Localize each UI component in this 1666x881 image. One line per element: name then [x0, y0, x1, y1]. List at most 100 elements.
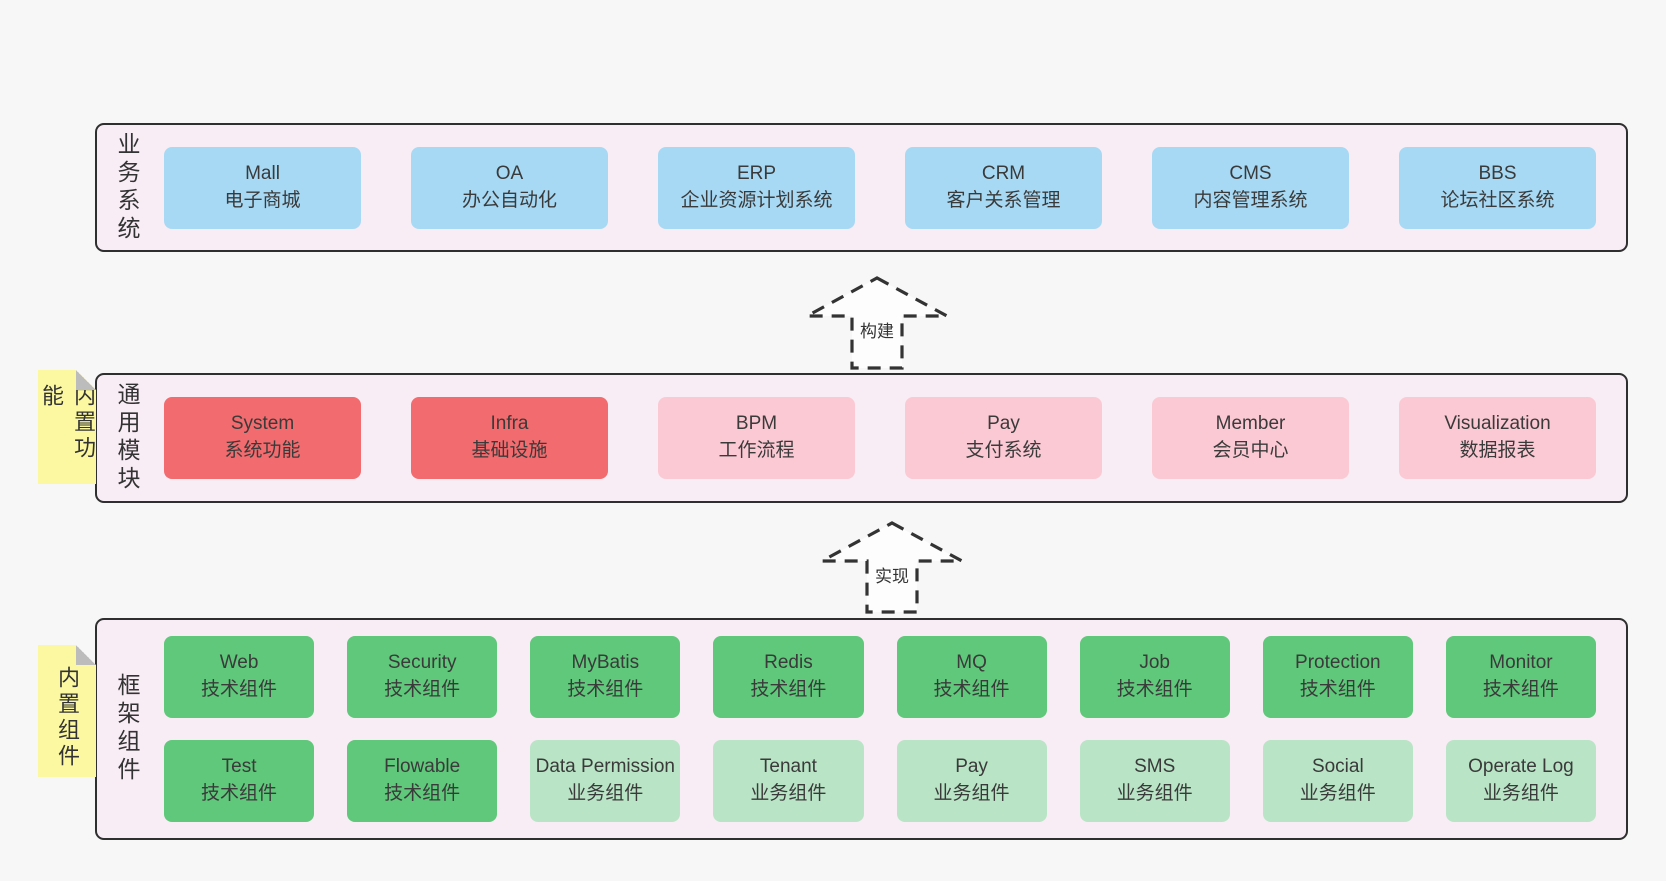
box-subtitle: 技术组件: [201, 783, 278, 804]
box-title: BPM: [735, 413, 778, 435]
component-box-security: Security 技术组件: [347, 636, 498, 718]
module-box-pay: Pay 支付系统: [905, 397, 1102, 479]
box-subtitle: 技术组件: [384, 679, 461, 700]
modules-band-label: 通用模块: [114, 382, 140, 494]
component-box-flowable: Flowable 技术组件: [347, 740, 498, 822]
component-box-pay: Pay 业务组件: [896, 740, 1047, 822]
box-subtitle: 业务组件: [567, 783, 644, 804]
component-box-test: Test 技术组件: [164, 740, 315, 822]
box-subtitle: 企业资源计划系统: [680, 189, 833, 211]
component-box-mybatis: MyBatis 技术组件: [530, 636, 681, 718]
box-subtitle: 数据报表: [1459, 440, 1536, 461]
box-title: CRM: [981, 162, 1026, 184]
note-text: 内置功能: [39, 384, 96, 462]
folded-corner-icon: [76, 370, 96, 390]
box-title: Social: [1311, 756, 1364, 778]
system-box-erp: ERP 企业资源计划系统: [658, 146, 855, 229]
arrow-build-label: 构建: [860, 322, 894, 341]
business-boxes-row: Mall 电子商城 OA 办公自动化 ERP 企业资源计划系统 CRM 客户关系…: [144, 146, 1626, 229]
module-box-system: System 系统功能: [164, 397, 361, 479]
box-subtitle: 业务组件: [1116, 783, 1193, 804]
business-band-label: 业务系统: [114, 131, 140, 244]
box-title: CMS: [1229, 162, 1272, 184]
component-box-tenant: Tenant 业务组件: [713, 740, 864, 822]
box-title: Redis: [764, 652, 813, 674]
box-title: Job: [1139, 652, 1170, 674]
up-arrow-build-icon: 构建: [806, 276, 948, 370]
box-title: Pay: [987, 413, 1020, 435]
box-subtitle: 技术组件: [750, 679, 827, 700]
box-subtitle: 系统功能: [224, 440, 301, 461]
box-subtitle: 技术组件: [384, 783, 461, 804]
builtin-functions-note: 内置功能: [38, 370, 96, 484]
box-subtitle: 业务组件: [1482, 783, 1559, 804]
components-boxes-grid: Web 技术组件 Security 技术组件 MyBatis 技术组件 Redi…: [144, 636, 1626, 822]
box-title: Test: [221, 756, 257, 778]
arrow-implement-label: 实现: [875, 567, 909, 586]
box-title: Mall: [245, 162, 280, 184]
box-title: System: [230, 413, 295, 435]
module-box-visualization: Visualization 数据报表: [1399, 397, 1596, 479]
builtin-components-note: 内置组件: [38, 645, 96, 777]
box-title: BBS: [1478, 162, 1517, 184]
modules-boxes-row: System 系统功能 Infra 基础设施 BPM 工作流程 Pay 支付系统…: [144, 397, 1626, 479]
box-title: ERP: [736, 162, 777, 184]
component-box-operate-log: Operate Log 业务组件: [1445, 740, 1596, 822]
components-band-label: 框架组件: [114, 673, 140, 785]
box-title: Pay: [955, 756, 988, 778]
system-box-mall: Mall 电子商城: [164, 146, 361, 229]
module-box-member: Member 会员中心: [1152, 397, 1349, 479]
box-title: Monitor: [1489, 652, 1553, 674]
note-text: 内置组件: [55, 666, 80, 770]
box-title: MyBatis: [571, 652, 640, 674]
component-box-protection: Protection 技术组件: [1262, 636, 1413, 718]
box-title: Tenant: [759, 756, 817, 778]
component-box-job: Job 技术组件: [1079, 636, 1230, 718]
system-box-bbs: BBS 论坛社区系统: [1399, 146, 1596, 229]
component-box-data-permission: Data Permission 业务组件: [530, 740, 681, 822]
box-title: Flowable: [384, 756, 461, 778]
component-box-monitor: Monitor 技术组件: [1445, 636, 1596, 718]
box-subtitle: 会员中心: [1212, 440, 1289, 461]
box-title: Protection: [1295, 652, 1381, 674]
component-box-sms: SMS 业务组件: [1079, 740, 1230, 822]
framework-components-band: 框架组件 Web 技术组件 Security 技术组件 MyBatis 技术组件…: [95, 618, 1628, 840]
box-title: Operate Log: [1468, 756, 1574, 778]
box-title: MQ: [956, 652, 987, 674]
box-subtitle: 支付系统: [965, 440, 1042, 461]
folded-corner-icon: [76, 645, 96, 665]
box-subtitle: 技术组件: [1116, 679, 1193, 700]
system-box-oa: OA 办公自动化: [411, 146, 608, 229]
box-subtitle: 论坛社区系统: [1440, 189, 1555, 211]
box-subtitle: 技术组件: [567, 679, 644, 700]
component-box-social: Social 业务组件: [1262, 740, 1413, 822]
component-box-web: Web 技术组件: [164, 636, 315, 718]
box-title: Web: [219, 652, 259, 674]
module-box-infra: Infra 基础设施: [411, 397, 608, 479]
box-subtitle: 业务组件: [933, 783, 1010, 804]
box-subtitle: 办公自动化: [461, 189, 557, 211]
box-subtitle: 业务组件: [750, 783, 827, 804]
box-subtitle: 工作流程: [718, 440, 795, 461]
box-subtitle: 业务组件: [1299, 783, 1376, 804]
system-box-crm: CRM 客户关系管理: [905, 146, 1102, 229]
box-title: Visualization: [1444, 413, 1551, 435]
box-title: SMS: [1134, 756, 1176, 778]
box-title: Security: [387, 652, 457, 674]
box-subtitle: 技术组件: [933, 679, 1010, 700]
box-subtitle: 技术组件: [1299, 679, 1376, 700]
box-subtitle: 内容管理系统: [1193, 189, 1308, 211]
component-box-mq: MQ 技术组件: [896, 636, 1047, 718]
business-systems-band: 业务系统 Mall 电子商城 OA 办公自动化 ERP 企业资源计划系统 CRM…: [95, 123, 1628, 252]
component-box-redis: Redis 技术组件: [713, 636, 864, 718]
box-subtitle: 技术组件: [1482, 679, 1559, 700]
box-subtitle: 电子商城: [224, 189, 301, 211]
box-subtitle: 技术组件: [201, 679, 278, 700]
box-subtitle: 客户关系管理: [946, 189, 1061, 211]
module-box-bpm: BPM 工作流程: [658, 397, 855, 479]
box-title: Infra: [490, 413, 529, 435]
box-subtitle: 基础设施: [471, 440, 548, 461]
system-box-cms: CMS 内容管理系统: [1152, 146, 1349, 229]
box-title: Data Permission: [535, 756, 675, 778]
box-title: Member: [1215, 413, 1286, 435]
